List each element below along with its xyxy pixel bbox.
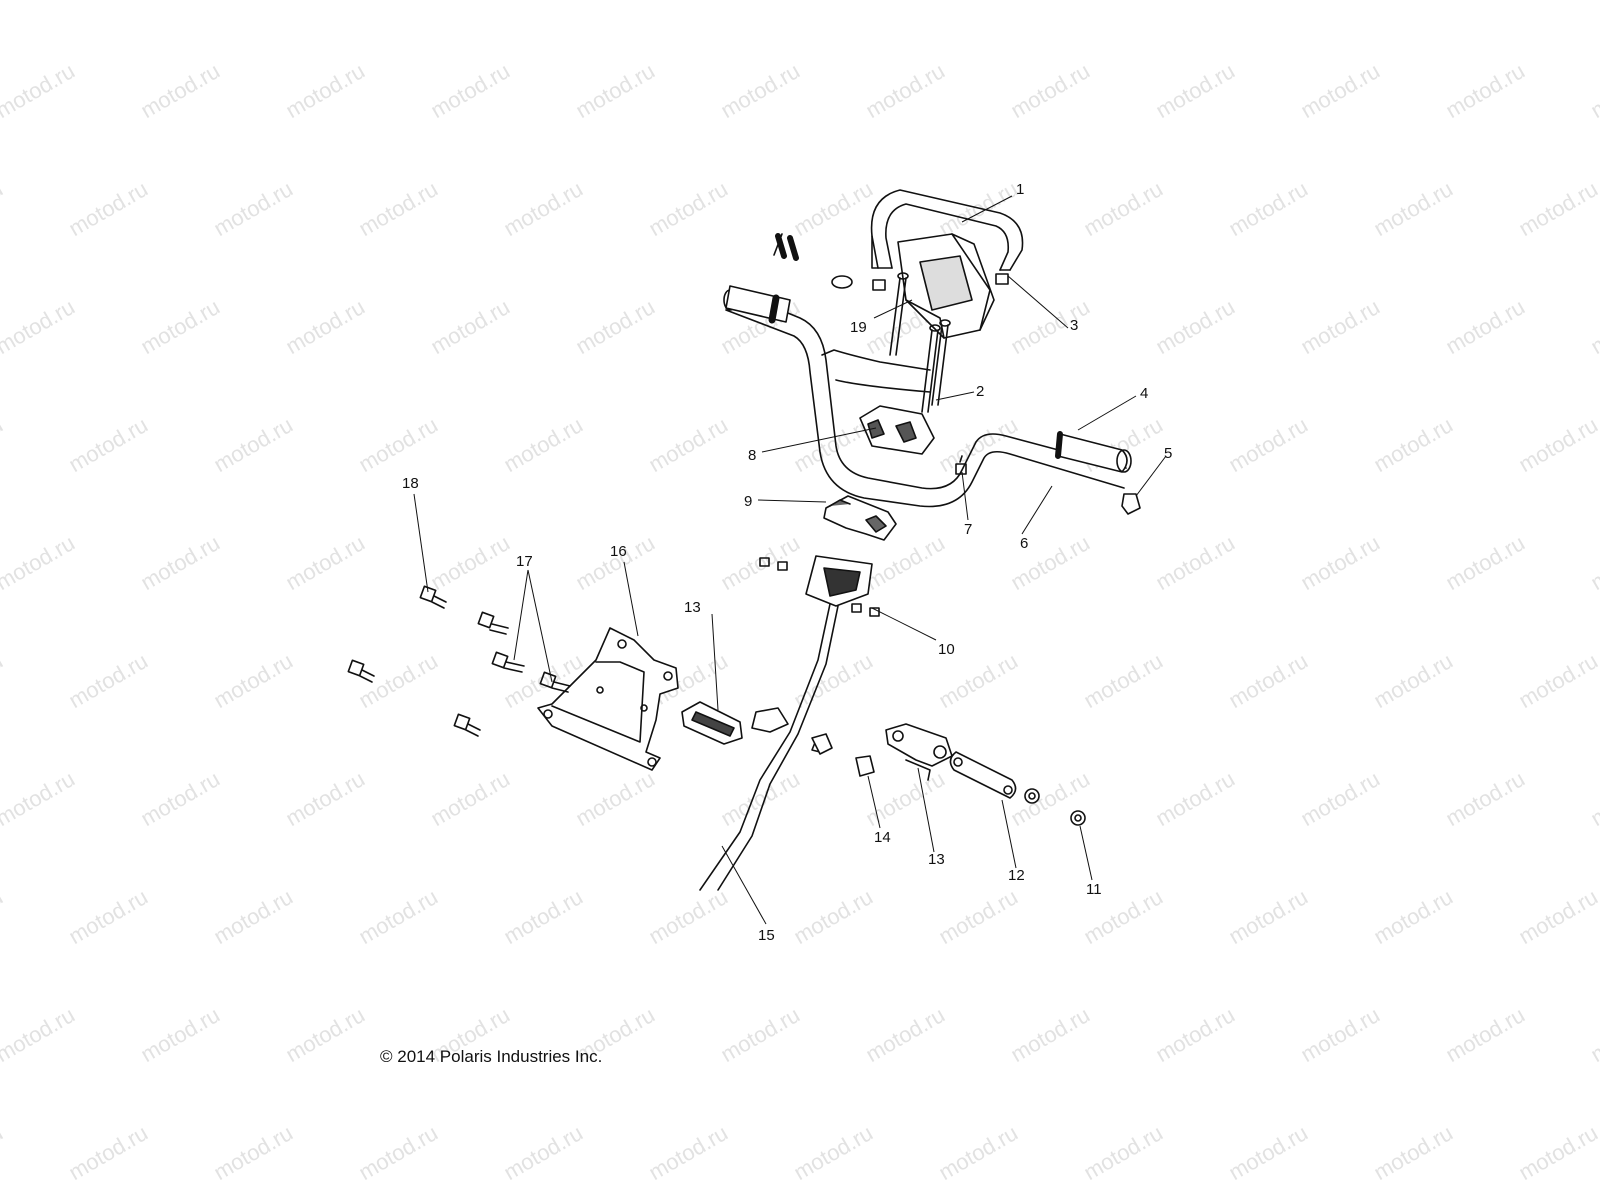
part-3-nut bbox=[995, 273, 1009, 285]
callout-4: 4 bbox=[1140, 385, 1148, 402]
part-13-pitman-arm bbox=[885, 723, 953, 781]
part-13-clamp-plate bbox=[681, 701, 743, 745]
part-6-handlebar bbox=[723, 233, 1127, 508]
part-8-upper-clamp bbox=[859, 405, 935, 455]
callout-16: 16 bbox=[610, 543, 627, 560]
part-5-end-cap bbox=[1121, 493, 1141, 515]
callout-10: 10 bbox=[938, 641, 955, 658]
part-7-nut bbox=[955, 455, 967, 475]
callout-6: 6 bbox=[1020, 535, 1028, 552]
part-1-bar-pad-cover bbox=[870, 189, 1024, 291]
callout-7: 7 bbox=[964, 521, 972, 538]
part-19-pad bbox=[897, 233, 995, 339]
part-15-steering-post bbox=[699, 555, 873, 891]
copyright-notice: © 2014 Polaris Industries Inc. bbox=[380, 1047, 603, 1066]
part-2-bolts bbox=[889, 272, 951, 413]
part-11-nuts bbox=[1024, 788, 1086, 826]
part-9-lower-clamp bbox=[823, 495, 897, 541]
callout-9: 9 bbox=[744, 493, 752, 510]
part-14-bushings bbox=[811, 733, 875, 777]
callout-12: 12 bbox=[1008, 867, 1025, 884]
part-18-bolt bbox=[419, 585, 447, 609]
part-17-bolts bbox=[347, 611, 571, 737]
callout-19: 19 bbox=[850, 319, 867, 336]
callout-5: 5 bbox=[1164, 445, 1172, 462]
callout-2: 2 bbox=[976, 383, 984, 400]
leader-lines bbox=[413, 195, 1167, 925]
callout-18: 18 bbox=[402, 475, 419, 492]
callout-1: 1 bbox=[1016, 181, 1024, 198]
callout-15: 15 bbox=[758, 927, 775, 944]
callout-labels: 1 2 3 4 5 6 7 8 9 10 11 12 13 14 13 15 1… bbox=[402, 181, 1172, 944]
part-12-link bbox=[949, 751, 1017, 799]
part-16-bracket bbox=[537, 627, 679, 771]
callout-8: 8 bbox=[748, 447, 756, 464]
callout-14: 14 bbox=[874, 829, 891, 846]
left-grip bbox=[725, 285, 791, 324]
callout-13-pitman: 13 bbox=[928, 851, 945, 868]
callout-13-plate: 13 bbox=[684, 599, 701, 616]
part-4-grip bbox=[1055, 431, 1132, 473]
callout-3: 3 bbox=[1070, 317, 1078, 334]
callout-11: 11 bbox=[1086, 881, 1102, 898]
callout-17: 17 bbox=[516, 553, 533, 570]
